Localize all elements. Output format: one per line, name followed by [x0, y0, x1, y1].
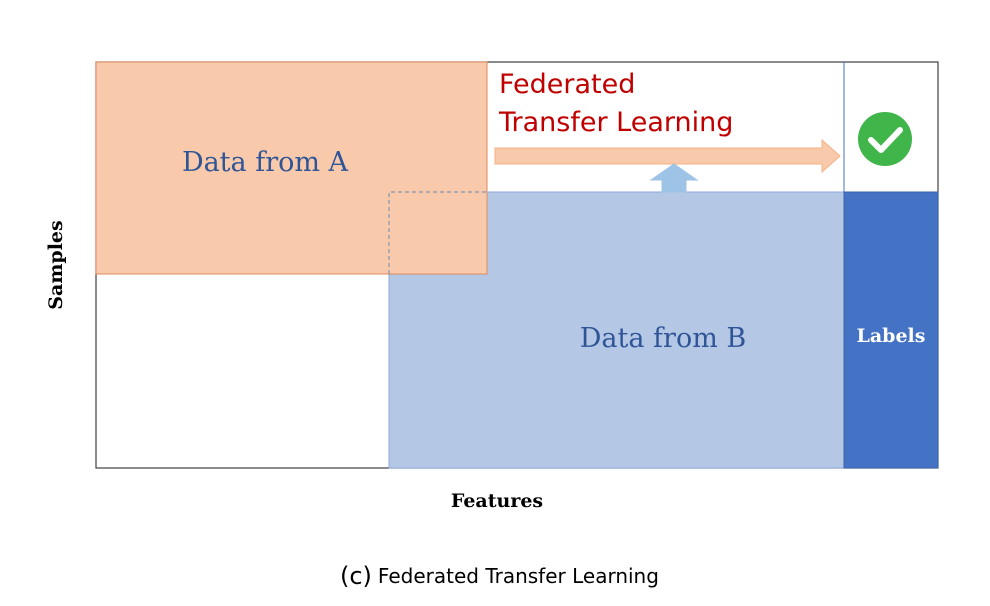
labels-column — [843, 191, 939, 469]
figure-caption: (c) Federated Transfer Learning — [340, 562, 659, 590]
labels-column-label: Labels — [857, 325, 926, 347]
transfer-arrow — [494, 138, 841, 174]
data-b-label: Data from B — [580, 323, 746, 354]
caption-text: Federated Transfer Learning — [378, 564, 659, 588]
check-circle-icon — [858, 112, 912, 166]
overlap-dashed-outline — [388, 191, 487, 274]
x-axis-label: Features — [451, 490, 543, 512]
y-axis-label: Samples — [45, 220, 67, 309]
data-a-region — [95, 61, 488, 275]
caption-prefix: (c) — [340, 562, 372, 590]
up-arrow — [649, 163, 699, 193]
arrow-title-line2: Transfer Learning — [498, 107, 733, 138]
data-a-label: Data from A — [182, 147, 349, 178]
arrow-title-line1: Federated — [499, 69, 635, 100]
